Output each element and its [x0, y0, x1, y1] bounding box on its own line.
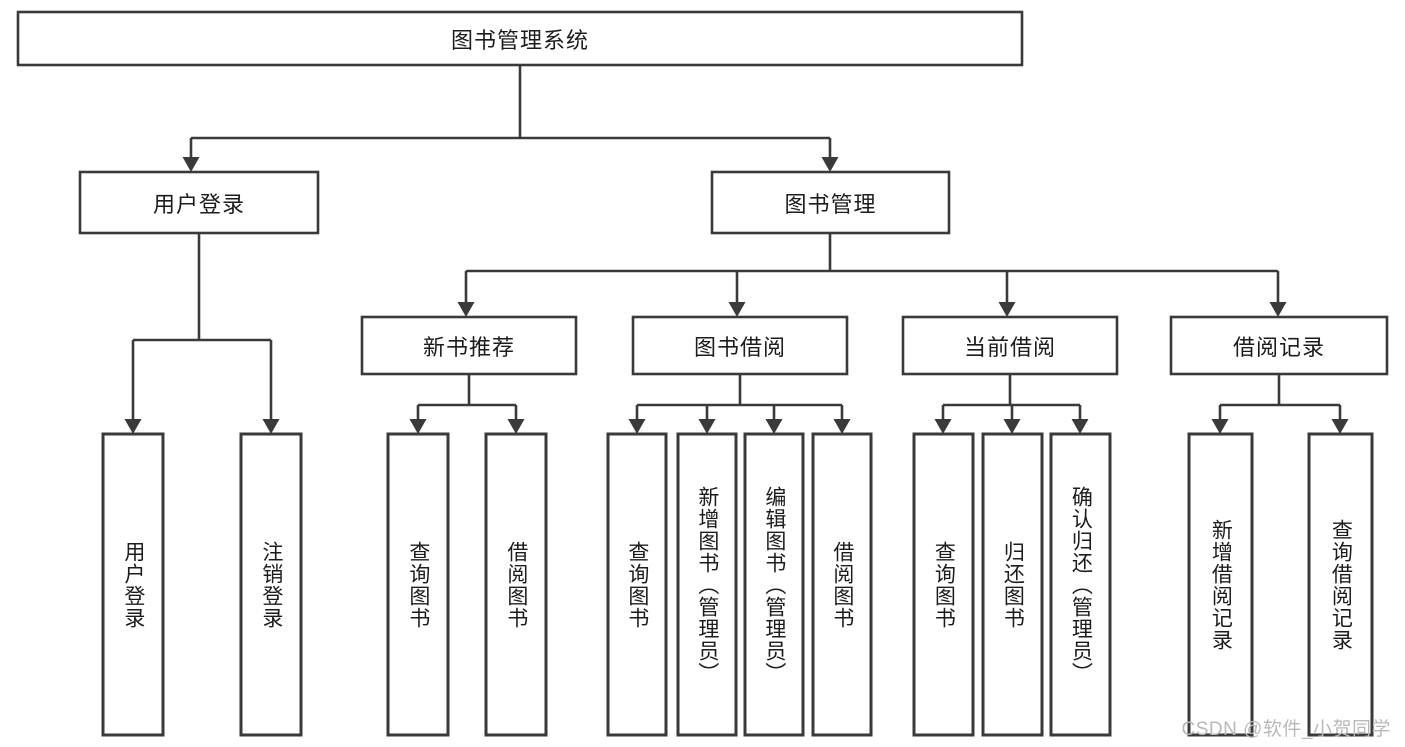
- node-leaf-return-book[interactable]: [981, 432, 1044, 737]
- arrow-head-icon: [821, 157, 839, 172]
- arrow-head-icon: [934, 419, 952, 434]
- node-leaf-borrow-book-2[interactable]: [811, 432, 873, 737]
- node-borrow-record[interactable]: [1169, 315, 1389, 376]
- arrow-head-icon: [1331, 419, 1349, 434]
- node-root-system[interactable]: [16, 10, 1024, 67]
- arrow-head-icon: [998, 302, 1016, 317]
- node-leaf-borrow-book-1[interactable]: [484, 432, 548, 737]
- arrow-head-icon: [628, 419, 646, 434]
- node-leaf-query-book-2[interactable]: [606, 432, 668, 737]
- node-leaf-query-book-3[interactable]: [912, 432, 975, 737]
- node-leaf-edit-book[interactable]: [743, 432, 805, 737]
- arrow-head-icon: [765, 419, 783, 434]
- node-leaf-query-book-1[interactable]: [386, 432, 450, 737]
- arrow-head-icon: [457, 302, 475, 317]
- arrow-head-icon: [262, 419, 280, 434]
- arrow-head-icon: [182, 157, 200, 172]
- node-leaf-user-login[interactable]: [101, 432, 165, 737]
- node-current-borrow[interactable]: [901, 315, 1119, 376]
- node-user-login[interactable]: [78, 170, 320, 235]
- arrow-head-icon: [1211, 419, 1229, 434]
- node-leaf-confirm-return[interactable]: [1049, 432, 1112, 737]
- node-new-book-recommend[interactable]: [360, 315, 578, 376]
- arrow-head-icon: [698, 419, 716, 434]
- arrow-head-icon: [409, 419, 427, 434]
- node-leaf-add-book[interactable]: [676, 432, 738, 737]
- node-book-manage[interactable]: [710, 170, 951, 235]
- node-leaf-add-record[interactable]: [1187, 432, 1254, 737]
- arrow-head-icon: [728, 302, 746, 317]
- arrow-head-icon: [833, 419, 851, 434]
- arrow-head-icon: [1071, 419, 1089, 434]
- arrow-head-icon: [1269, 302, 1287, 317]
- node-book-borrow[interactable]: [631, 315, 849, 376]
- node-leaf-query-record[interactable]: [1307, 432, 1374, 737]
- arrow-head-icon: [1003, 419, 1021, 434]
- arrow-head-icon: [507, 419, 525, 434]
- node-leaf-logout[interactable]: [239, 432, 303, 737]
- watermark-text: CSDN @软件_小贺同学: [1181, 719, 1391, 740]
- arrow-head-icon: [124, 419, 142, 434]
